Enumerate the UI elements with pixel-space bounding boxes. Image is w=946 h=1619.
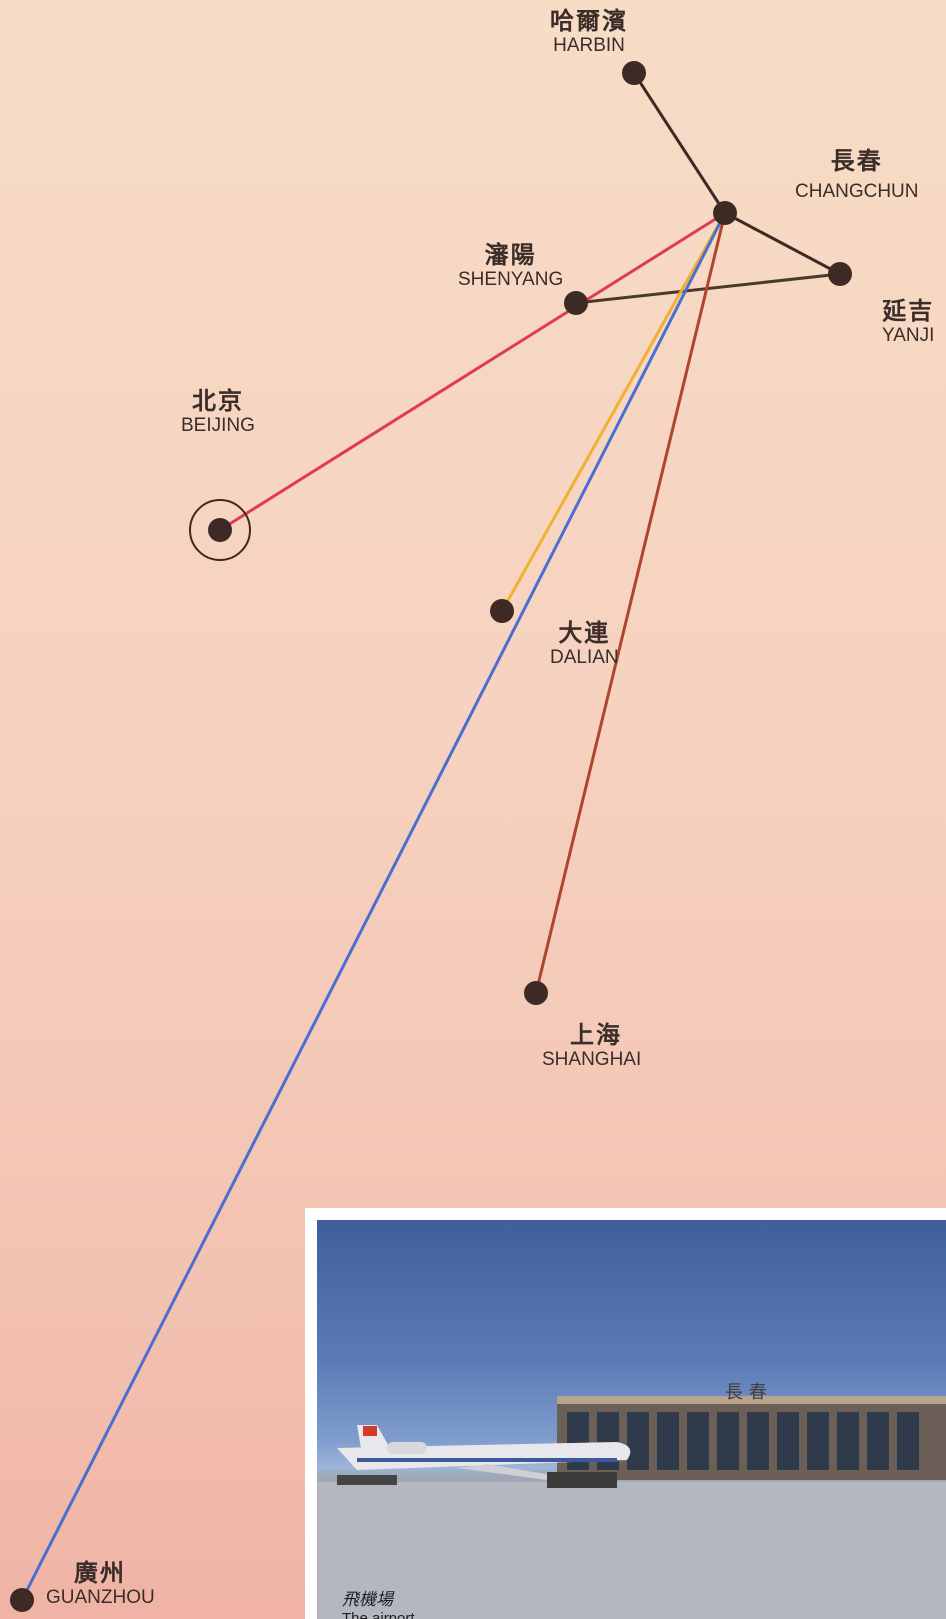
photo-caption: 飛機場 The airport (342, 1590, 415, 1619)
capital-ring-beijing (189, 499, 251, 561)
label-guangzhou-zh: 廣州 (74, 1559, 126, 1587)
city-dot-yanji (828, 262, 852, 286)
label-shenyang-zh: 瀋陽 (484, 241, 537, 269)
label-shanghai: 上海 SHANGHAI (542, 1022, 641, 1071)
label-beijing-zh: 北京 (191, 387, 244, 415)
label-shenyang-en: SHENYANG (458, 269, 564, 291)
city-dot-shenyang (564, 291, 588, 315)
label-beijing: 北京 BEIJING (181, 388, 255, 437)
label-changchun-en: CHANGCHUN (795, 181, 919, 203)
city-dot-guangzhou (10, 1588, 34, 1612)
route-changchun-shanghai (534, 212, 727, 994)
route-changchun-harbin (632, 72, 727, 214)
label-changchun-zh: 長春 (830, 147, 883, 175)
route-lines (20, 72, 841, 1601)
label-shanghai-en: SHANGHAI (542, 1049, 642, 1071)
caption-zh: 飛機場 (342, 1590, 393, 1610)
city-dot-changchun (713, 201, 737, 225)
airplane (337, 1425, 631, 1480)
city-dot-harbin (622, 61, 646, 85)
label-harbin: 哈爾濱 HARBIN (550, 8, 628, 57)
city-dot-dalian (490, 599, 514, 623)
caption-en: The airport (342, 1610, 415, 1619)
label-dalian-zh: 大連 (558, 619, 611, 647)
route-changchun-dalian (500, 212, 727, 612)
route-changchun-yanji (724, 211, 841, 276)
label-yanji-en: YANJI (882, 325, 935, 347)
airport-photo-frame: 長 春 飛機場 The airport (305, 1208, 946, 1619)
city-dot-beijing (208, 518, 232, 542)
city-dot-shanghai (524, 981, 548, 1005)
label-changchun: 長春 CHANGCHUN (795, 148, 919, 203)
label-dalian: 大連 DALIAN (550, 620, 619, 669)
label-beijing-en: BEIJING (181, 415, 255, 437)
airport-scene: 長 春 (317, 1382, 946, 1619)
label-shenyang: 瀋陽 SHENYANG (458, 242, 563, 291)
label-shanghai-zh: 上海 (570, 1021, 622, 1049)
terminal-sign: 長 春 (725, 1382, 767, 1403)
route-changchun-beijing (219, 211, 726, 532)
label-harbin-en: HARBIN (553, 35, 625, 57)
city-markers (10, 61, 852, 1612)
label-guangzhou-en: GUANZHOU (46, 1587, 155, 1609)
label-yanji: 延吉 YANJI (882, 298, 934, 347)
route-changchun-guangzhou (20, 212, 727, 1601)
label-dalian-en: DALIAN (550, 647, 619, 669)
airport-photo: 長 春 飛機場 The airport (317, 1220, 946, 1619)
label-guangzhou: 廣州 GUANZHOU (46, 1560, 155, 1609)
label-yanji-zh: 延吉 (882, 297, 935, 325)
label-harbin-zh: 哈爾濱 (550, 7, 628, 35)
